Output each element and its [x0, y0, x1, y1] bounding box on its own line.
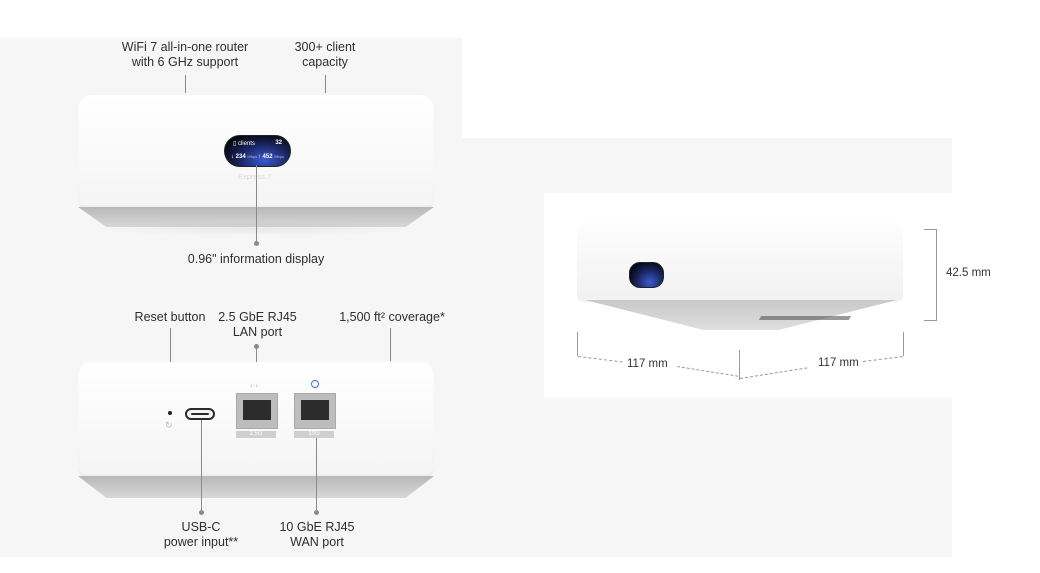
label-clients-line2: capacity — [302, 55, 348, 69]
wan-port-tag: 10G — [294, 431, 334, 438]
leader-wifi — [185, 75, 186, 93]
angled-display — [629, 262, 664, 288]
leader-wan — [316, 438, 317, 512]
router-angled-vents — [758, 316, 852, 320]
label-wifi: WiFi 7 all-in-one router with 6 GHz supp… — [110, 40, 260, 70]
label-lan-line1: 2.5 GbE RJ45 — [218, 310, 297, 324]
reset-icon: ↻ — [165, 420, 173, 430]
label-wifi-line1: WiFi 7 all-in-one router — [121, 40, 249, 54]
label-clients-line1: 300+ client — [294, 40, 356, 54]
brand-text: Express 7 — [238, 172, 272, 181]
leader-clients — [325, 75, 326, 93]
label-reset: Reset button — [134, 310, 206, 324]
label-wan-line1: 10 GbE RJ45 — [279, 520, 355, 534]
height-dimension: 42.5 mm — [946, 267, 991, 279]
label-display: 0.96" information display — [187, 252, 325, 266]
reset-button[interactable] — [168, 411, 172, 415]
label-wifi-line2: with 6 GHz support — [131, 55, 239, 69]
label-usbc: USB-C power input** — [150, 520, 252, 550]
label-wan: 10 GbE RJ45 WAN port — [268, 520, 366, 550]
router-angled-top — [577, 222, 903, 302]
dim-tick-left — [577, 332, 578, 356]
width-dimension-right: 117 mm — [818, 357, 859, 369]
label-usbc-line1: USB-C — [181, 520, 221, 534]
width-dimension-left: 117 mm — [627, 358, 668, 370]
information-display: ▯ clients 32 ↓ 234 Mbps ↑ 452 Mbps — [224, 135, 291, 167]
screen-down: ↓ 234 Mbps — [231, 154, 258, 160]
wan-port[interactable] — [294, 393, 336, 429]
lan-port-socket — [243, 400, 271, 420]
leader-display-dot — [254, 241, 259, 246]
label-coverage: 1,500 ft² coverage* — [339, 310, 445, 324]
wan-port-socket — [301, 400, 329, 420]
label-wan-line2: WAN port — [290, 535, 344, 549]
wan-globe-icon — [311, 380, 319, 388]
leader-coverage — [390, 328, 391, 361]
screen-clients: ▯ clients — [233, 141, 255, 147]
dim-tick-center — [739, 350, 740, 380]
router-back-base — [78, 476, 434, 498]
lan-port-tag: 2.5G — [236, 431, 276, 438]
leader-usbc — [201, 420, 202, 512]
label-usbc-line2: power input** — [163, 535, 239, 549]
dim-tick-right — [903, 332, 904, 356]
leader-display — [256, 165, 257, 243]
label-clients: 300+ client capacity — [275, 40, 375, 70]
leader-usbc-dot — [199, 510, 204, 515]
label-lan: 2.5 GbE RJ45 LAN port — [210, 310, 305, 340]
lan-port[interactable] — [236, 393, 278, 429]
usb-c-port[interactable] — [185, 408, 215, 420]
screen-up: ↑ 452 Mbps — [257, 154, 284, 160]
screen-clients-value: 32 — [275, 140, 282, 146]
leader-wan-dot — [314, 510, 319, 515]
router-front-shadow — [90, 222, 420, 236]
height-bracket — [924, 229, 937, 321]
label-lan-line2: LAN port — [232, 325, 283, 339]
lan-arrows-icon: ‹·› — [250, 381, 258, 390]
